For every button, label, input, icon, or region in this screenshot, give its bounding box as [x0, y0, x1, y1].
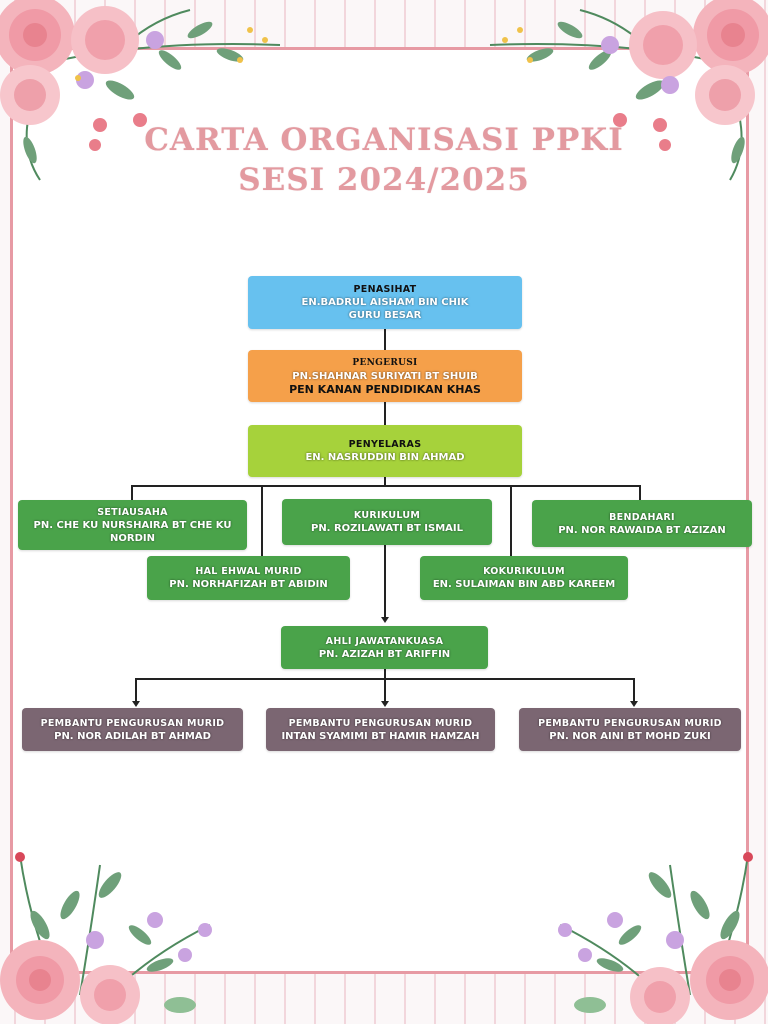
connector-penyelaras-down: [384, 477, 386, 486]
pengerusi-name: PN.SHAHNAR SURIYATI BT SHUIB: [292, 370, 478, 382]
penasihat-name: EN.BADRUL AISHAM BIN CHIK: [301, 297, 469, 308]
box-pembantu-2: PEMBANTU PENGURUSAN MURID INTAN SYAMIMI …: [266, 708, 495, 751]
connector-branch-horizontal: [131, 485, 641, 487]
connector-to-kokurikulum: [510, 485, 512, 556]
arrow-to-ppm2-icon: [381, 701, 389, 707]
box-pembantu-3: PEMBANTU PENGURUSAN MURID PN. NOR AINI B…: [519, 708, 741, 751]
connector-to-ppm3: [633, 678, 635, 701]
flower-decoration-bottom-right-icon: [558, 852, 768, 1024]
box-pengerusi: PENGERUSI PN.SHAHNAR SURIYATI BT SHUIB P…: [248, 350, 522, 402]
arrow-to-ajk-icon: [381, 617, 389, 623]
setiausaha-name: PN. CHE KU NURSHAIRA BT CHE KU NORDIN: [33, 519, 232, 544]
box-setiausaha: SETIAUSAHA PN. CHE KU NURSHAIRA BT CHE K…: [18, 500, 247, 550]
box-pembantu-1: PEMBANTU PENGURUSAN MURID PN. NOR ADILAH…: [22, 708, 243, 751]
pengerusi-title: PEN KANAN PENDIDIKAN KHAS: [289, 382, 481, 396]
box-kokurikulum: KOKURIKULUM EN. SULAIMAN BIN ABD KAREEM: [420, 556, 628, 600]
ppm2-name: INTAN SYAMIMI BT HAMIR HAMZAH: [281, 730, 480, 742]
connector-to-ajk: [384, 545, 386, 618]
box-penasihat: PENASIHAT EN.BADRUL AISHAM BIN CHIK GURU…: [248, 276, 522, 329]
connector-penasihat-pengerusi: [384, 329, 386, 350]
title-line-2: SESI 2024/2025: [238, 162, 530, 198]
box-penyelaras: PENYELARAS EN. NASRUDDIN BIN AHMAD: [248, 425, 522, 477]
box-ahli-jawatankuasa: AHLI JAWATANKUASA PN. AZIZAH BT ARIFFIN: [281, 626, 488, 669]
connector-to-setiausaha: [131, 485, 133, 500]
kurikulum-role: KURIKULUM: [353, 510, 421, 521]
kurikulum-name: PN. ROZILAWATI BT ISMAIL: [310, 523, 463, 534]
connector-ajk-down: [384, 668, 386, 679]
connector-pengerusi-penyelaras: [384, 402, 386, 425]
connector-to-bendahari: [639, 485, 641, 500]
ppm3-role: PEMBANTU PENGURUSAN MURID: [538, 717, 722, 729]
ppm3-name: PN. NOR AINI BT MOHD ZUKI: [549, 730, 711, 742]
penyelaras-role: PENYELARAS: [348, 439, 422, 450]
box-bendahari: BENDAHARI PN. NOR RAWAIDA BT AZIZAN: [532, 500, 752, 547]
connector-to-ppm1: [135, 678, 137, 701]
connector-to-hem: [261, 485, 263, 556]
ppm1-role: PEMBANTU PENGURUSAN MURID: [40, 717, 225, 729]
ppm1-name: PN. NOR ADILAH BT AHMAD: [54, 730, 211, 742]
bendahari-name: PN. NOR RAWAIDA BT AZIZAN: [558, 524, 726, 536]
box-kurikulum: KURIKULUM PN. ROZILAWATI BT ISMAIL: [282, 499, 492, 545]
arrow-to-ppm1-icon: [132, 701, 140, 707]
connector-to-ppm2: [384, 678, 386, 701]
penasihat-title: GURU BESAR: [348, 310, 422, 321]
kokurikulum-name: EN. SULAIMAN BIN ABD KAREEM: [432, 579, 616, 590]
title-line-1: CARTA ORGANISASI PPKI: [144, 122, 624, 158]
hem-role: HAL EHWAL MURID: [195, 566, 302, 577]
setiausaha-role: SETIAUSAHA: [97, 506, 168, 518]
flower-decoration-top-left-icon: [0, 0, 281, 181]
flower-decoration-bottom-left-icon: [0, 852, 212, 1024]
pengerusi-role: PENGERUSI: [352, 357, 418, 368]
bendahari-role: BENDAHARI: [609, 511, 675, 523]
arrow-to-ppm3-icon: [630, 701, 638, 707]
penasihat-role: PENASIHAT: [353, 284, 417, 295]
ajk-role: AHLI JAWATANKUASA: [325, 635, 444, 647]
hem-name: PN. NORHAFIZAH BT ABIDIN: [169, 579, 328, 590]
penyelaras-name: EN. NASRUDDIN BIN AHMAD: [305, 452, 465, 463]
ppm2-role: PEMBANTU PENGURUSAN MURID: [288, 717, 473, 729]
page-title: CARTA ORGANISASI PPKI SESI 2024/2025: [0, 120, 768, 200]
ajk-name: PN. AZIZAH BT ARIFFIN: [318, 648, 451, 660]
box-hal-ehwal-murid: HAL EHWAL MURID PN. NORHAFIZAH BT ABIDIN: [147, 556, 350, 600]
kokurikulum-role: KOKURIKULUM: [483, 566, 565, 577]
flower-decoration-top-right-icon: [489, 0, 768, 181]
